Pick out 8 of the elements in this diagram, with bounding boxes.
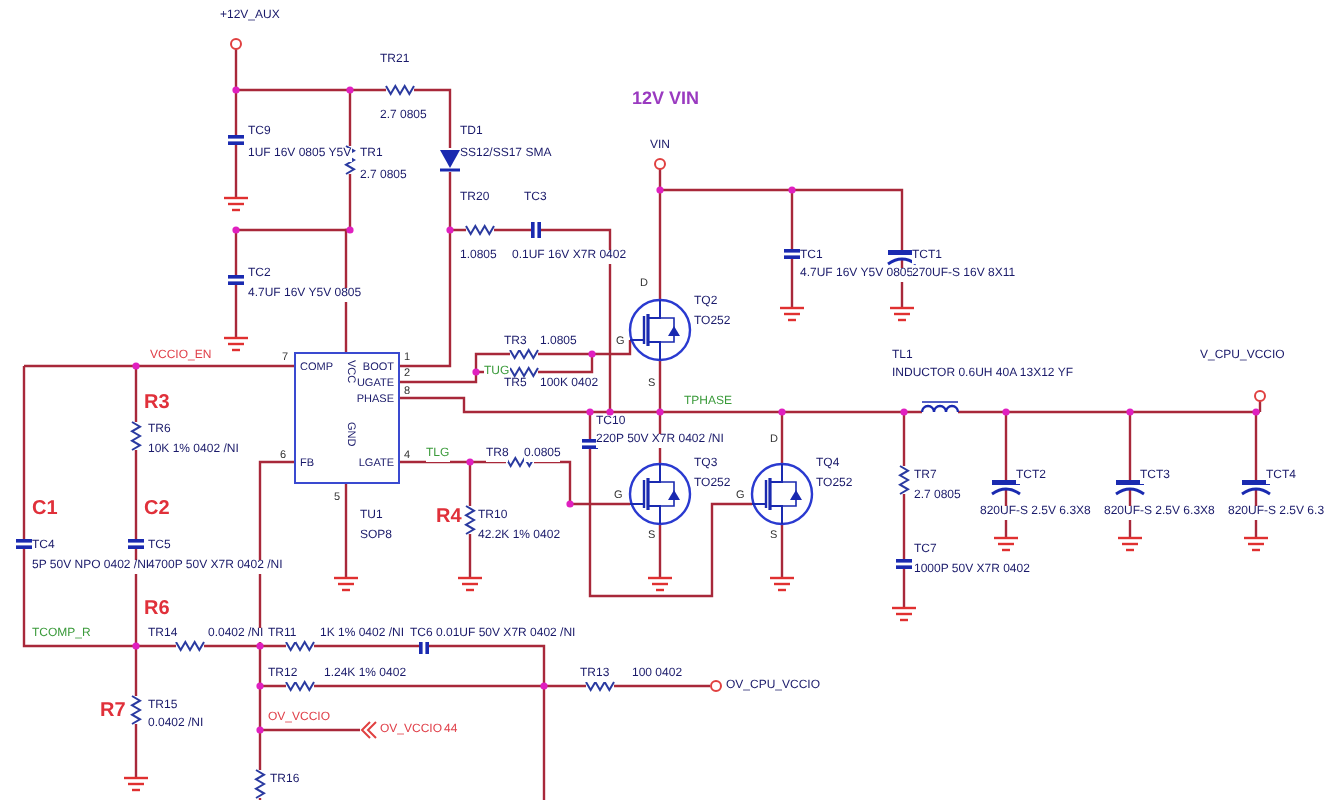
- ic-box: [294, 352, 400, 484]
- reference-label: R4: [436, 506, 462, 528]
- reference-label: R6: [144, 598, 170, 620]
- rail-label: 12V VIN: [632, 88, 700, 108]
- reference-label: C2: [144, 498, 170, 520]
- reference-label: C1: [32, 498, 58, 520]
- reference-label: R3: [144, 392, 170, 414]
- reference-label: R7: [100, 700, 126, 722]
